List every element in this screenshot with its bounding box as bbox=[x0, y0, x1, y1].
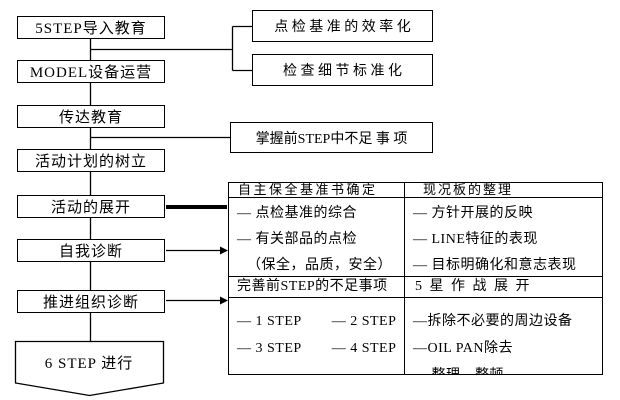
terminal-pentagon-shape bbox=[14, 340, 165, 397]
flow-box-self-diagnosis: 自我诊断 bbox=[17, 239, 165, 262]
flow-terminal-6step: 6 STEP 进行 bbox=[44, 355, 134, 372]
callout-bracket-line bbox=[90, 25, 252, 72]
table-cell-standard-items: — 点检基准的综合 — 有关部品的点检 （保全，品质，安全） bbox=[229, 198, 405, 277]
callout-inspection-efficiency: 点 检 基 准 的 效 率 化 bbox=[252, 10, 433, 42]
flow-box-org-diagnosis: 推进组织诊断 bbox=[17, 290, 165, 313]
list-item: — 整理，整顿 bbox=[413, 362, 602, 374]
step-label: — 1 STEP bbox=[237, 314, 302, 329]
step-label: — 3 STEP bbox=[237, 341, 302, 356]
step-label: — 2 STEP bbox=[331, 314, 397, 329]
list-item: — 1 STEP — 2 STEP bbox=[237, 308, 404, 335]
list-item: — 3 STEP — 4 STEP bbox=[237, 335, 404, 362]
list-item: — 方针开展的反映 bbox=[413, 206, 533, 221]
list-item: — LINE特征的表现 bbox=[413, 232, 538, 247]
detail-table: 自主保全基准书确定 现况板的整理 — 点检基准的综合 — 有关部品的点检 （保全… bbox=[228, 182, 603, 375]
list-item: —OIL PAN除去 bbox=[413, 341, 514, 356]
list-item: —拆除不必要的周边设备 bbox=[413, 314, 573, 329]
list-item: — 有关部品的点检 bbox=[237, 232, 357, 247]
flow-box-activity-plan: 活动计划的树立 bbox=[17, 149, 165, 172]
flow-box-activity-deployment: 活动的展开 bbox=[17, 195, 165, 218]
flow-box-communication-education: 传达教育 bbox=[17, 105, 165, 128]
list-item: — 点检基准的综合 bbox=[237, 206, 357, 221]
self-diagnosis-arrowhead-icon bbox=[220, 246, 228, 255]
table-cell-step-list: — 1 STEP — 2 STEP — 3 STEP — 4 STEP bbox=[229, 298, 405, 374]
table-header-improve-prev-steps: 完善前STEP的不足事项 bbox=[229, 277, 405, 298]
list-item: — 目标明确化和意志表现 bbox=[413, 258, 577, 273]
table-header-maintenance-standard: 自主保全基准书确定 bbox=[229, 183, 405, 198]
table-header-status-board: 现况板的整理 bbox=[405, 183, 602, 198]
table-cell-5star-items: —拆除不必要的周边设备 —OIL PAN除去 — 整理，整顿 bbox=[405, 298, 602, 374]
callout-previous-step-gaps: 掌握前STEP中不足 事 项 bbox=[230, 122, 433, 153]
flow-box-5step-education: 5STEP导入教育 bbox=[17, 16, 165, 39]
callout-inspection-standardization: 检 查 细 节 标 准 化 bbox=[252, 54, 433, 86]
flow-box-model-equipment: MODEL设备运营 bbox=[17, 60, 165, 83]
org-diagnosis-arrowhead-icon bbox=[220, 296, 228, 305]
table-header-5star-campaign: 5 星 作 战 展 开 bbox=[405, 277, 602, 298]
table-cell-status-board-items: — 方针开展的反映 — LINE特征的表现 — 目标明确化和意志表现 bbox=[405, 198, 602, 277]
step-label: — 4 STEP bbox=[331, 341, 397, 356]
list-item: （保全，品质，安全） bbox=[247, 258, 392, 273]
